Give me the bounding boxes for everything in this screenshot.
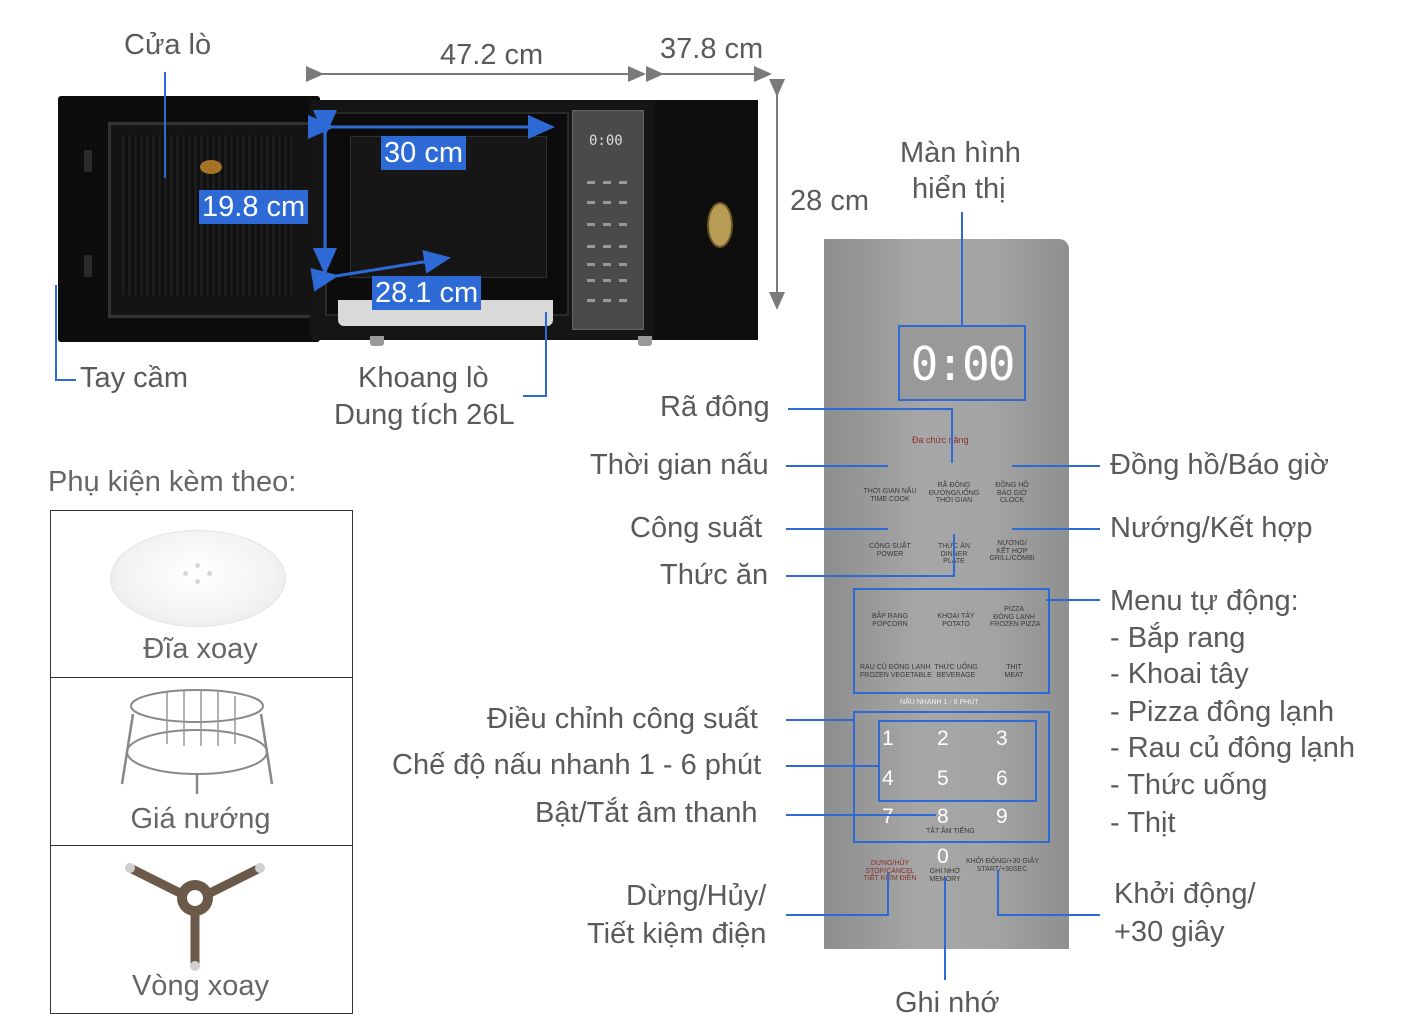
quick-cook-header: NẤU NHANH 1 - 6 PHÚT <box>900 699 979 706</box>
auto-menu-item: - Thức uống <box>1110 769 1268 801</box>
stop-label-line2: Tiết kiệm điện <box>587 918 767 950</box>
cavity-height-label: 19.8 cm <box>199 190 309 224</box>
key-4[interactable]: 4 <box>882 767 894 790</box>
auto-menu-title: Menu tự động: <box>1110 585 1299 617</box>
power-adjust-box <box>853 711 1050 843</box>
food-label: Thức ăn <box>660 559 769 591</box>
start-label-line2: +30 giây <box>1114 916 1225 948</box>
microwave-control-panel: 0:00 <box>572 110 644 330</box>
accessory-roller-ring-label: Vòng xoay <box>131 970 270 1002</box>
height-label: 28 cm <box>790 185 869 217</box>
key-3[interactable]: 3 <box>996 727 1008 750</box>
sound-key-label: TẮT ÂM TIẾNG <box>926 828 975 835</box>
microwave-foot-right <box>638 336 652 346</box>
cavity-depth-label: 28.1 cm <box>372 276 482 310</box>
stop-label-line1: Dừng/Hủy/ <box>626 880 767 912</box>
quick-cook-box <box>878 720 1037 802</box>
sound-label: Bật/Tắt âm thanh <box>535 797 758 829</box>
mini-display: 0:00 <box>589 133 623 149</box>
accessories-divider <box>50 845 352 846</box>
key-1[interactable]: 1 <box>882 727 894 750</box>
turntable-plate-image <box>110 530 286 627</box>
power-adjust-label: Điều chỉnh công suất <box>487 703 758 735</box>
microwave-side <box>655 100 758 340</box>
grill-rack-image <box>120 689 274 794</box>
panel-display: 0:00 <box>898 325 1026 401</box>
handle-label: Tay cầm <box>80 362 188 394</box>
cavity-width-label: 30 cm <box>381 136 466 170</box>
door-hinge-top <box>84 150 92 172</box>
door-label: Cửa lò <box>124 29 212 61</box>
auto-menu-item: - Khoai tây <box>1110 658 1249 690</box>
accessories-box <box>50 510 353 1014</box>
display-label-line1: Màn hình <box>900 137 1021 169</box>
microwave-foot-left <box>370 336 384 346</box>
roller-ring-image <box>125 863 265 971</box>
key-2[interactable]: 2 <box>937 727 949 750</box>
key-8[interactable]: 8 <box>937 805 949 828</box>
cavity-label-line2: Dung tích 26L <box>334 399 515 431</box>
cavity-label-line1: Khoang lò <box>358 362 489 394</box>
memory-label: Ghi nhớ <box>895 987 1000 1019</box>
accessory-grill-rack-label: Giá nướng <box>130 803 271 835</box>
cook-time-label: Thời gian nấu <box>590 449 769 481</box>
accessories-divider <box>50 677 352 678</box>
width-label: 47.2 cm <box>440 39 544 71</box>
auto-menu-item: - Pizza đông lạnh <box>1110 696 1335 728</box>
auto-menu-item: - Bắp rang <box>1110 622 1246 654</box>
key-5[interactable]: 5 <box>937 767 949 790</box>
clock-label: Đồng hồ/Báo giờ <box>1110 449 1329 481</box>
depth-label: 37.8 cm <box>660 33 764 65</box>
brand-badge <box>707 202 733 248</box>
auto-menu-box <box>853 588 1050 694</box>
display-label-line2: hiển thị <box>912 173 1006 205</box>
quick-cook-label: Chế độ nấu nhanh 1 - 6 phút <box>392 749 762 781</box>
key-0[interactable]: 0 <box>937 845 949 868</box>
key-9[interactable]: 9 <box>996 805 1008 828</box>
display-value: 0:00 <box>910 337 1016 391</box>
cavity-depth-arrow <box>310 249 451 292</box>
power-label: Công suất <box>630 512 763 544</box>
defrost-label: Rã đông <box>660 391 770 423</box>
start-label-line1: Khởi động/ <box>1114 878 1256 910</box>
auto-menu-item: - Rau củ đông lạnh <box>1110 732 1356 764</box>
door-hinge-bottom <box>84 255 92 277</box>
door-light <box>200 160 222 174</box>
key-6[interactable]: 6 <box>996 767 1008 790</box>
accessories-title: Phụ kiện kèm theo: <box>48 466 297 498</box>
multi-function-label: Đa chức năng <box>912 435 969 445</box>
grill-combo-label: Nướng/Kết hợp <box>1110 512 1313 544</box>
auto-menu-item: - Thịt <box>1110 807 1176 839</box>
key-7[interactable]: 7 <box>882 805 894 828</box>
accessory-turntable-label: Đĩa xoay <box>143 633 258 665</box>
